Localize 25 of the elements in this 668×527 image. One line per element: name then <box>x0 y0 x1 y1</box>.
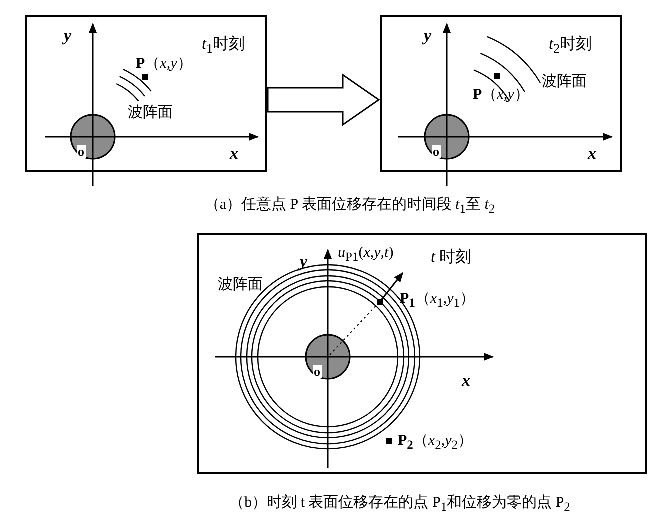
axis-label: y <box>64 27 72 45</box>
time-label: t$_{1}$时刻 <box>202 34 246 58</box>
wavefront-label: 波阵面 <box>218 276 263 294</box>
origin-label: o <box>313 365 322 378</box>
axis-label: x <box>588 145 596 163</box>
caption: （b）时刻 t 表面位移存在的点 P$_{1}$和位移为零的点 P$_{2}$ <box>228 494 572 516</box>
panel <box>25 15 267 172</box>
axis-label: x <box>230 145 238 163</box>
point-label: P（x,y） <box>136 55 192 73</box>
axis-label: y <box>424 27 432 45</box>
block-arrow <box>267 74 380 126</box>
vector-label: u$_{P1}$(x,y,t) <box>338 244 394 266</box>
point-label: P（x,y） <box>473 86 530 104</box>
panel <box>197 233 647 474</box>
time-label: t 时刻 <box>431 248 472 268</box>
time-label: t$_{2}$时刻 <box>549 34 592 58</box>
point-label: P$_{1}$（x$_{1}$,y$_{1}$） <box>400 290 476 312</box>
origin-label: o <box>77 145 86 158</box>
wavefront-label: 波阵面 <box>128 104 173 122</box>
axis-label: x <box>462 372 470 390</box>
caption: （a）任意点 P 表面位移存在的时间段 t$_{1}$至 t$_{2}$ <box>204 196 496 218</box>
panel <box>380 15 622 172</box>
point-label: P$_{2}$（x$_{2}$,y$_{2}$） <box>398 432 474 454</box>
origin-label: o <box>432 145 440 158</box>
wavefront-label: 波阵面 <box>542 73 587 91</box>
